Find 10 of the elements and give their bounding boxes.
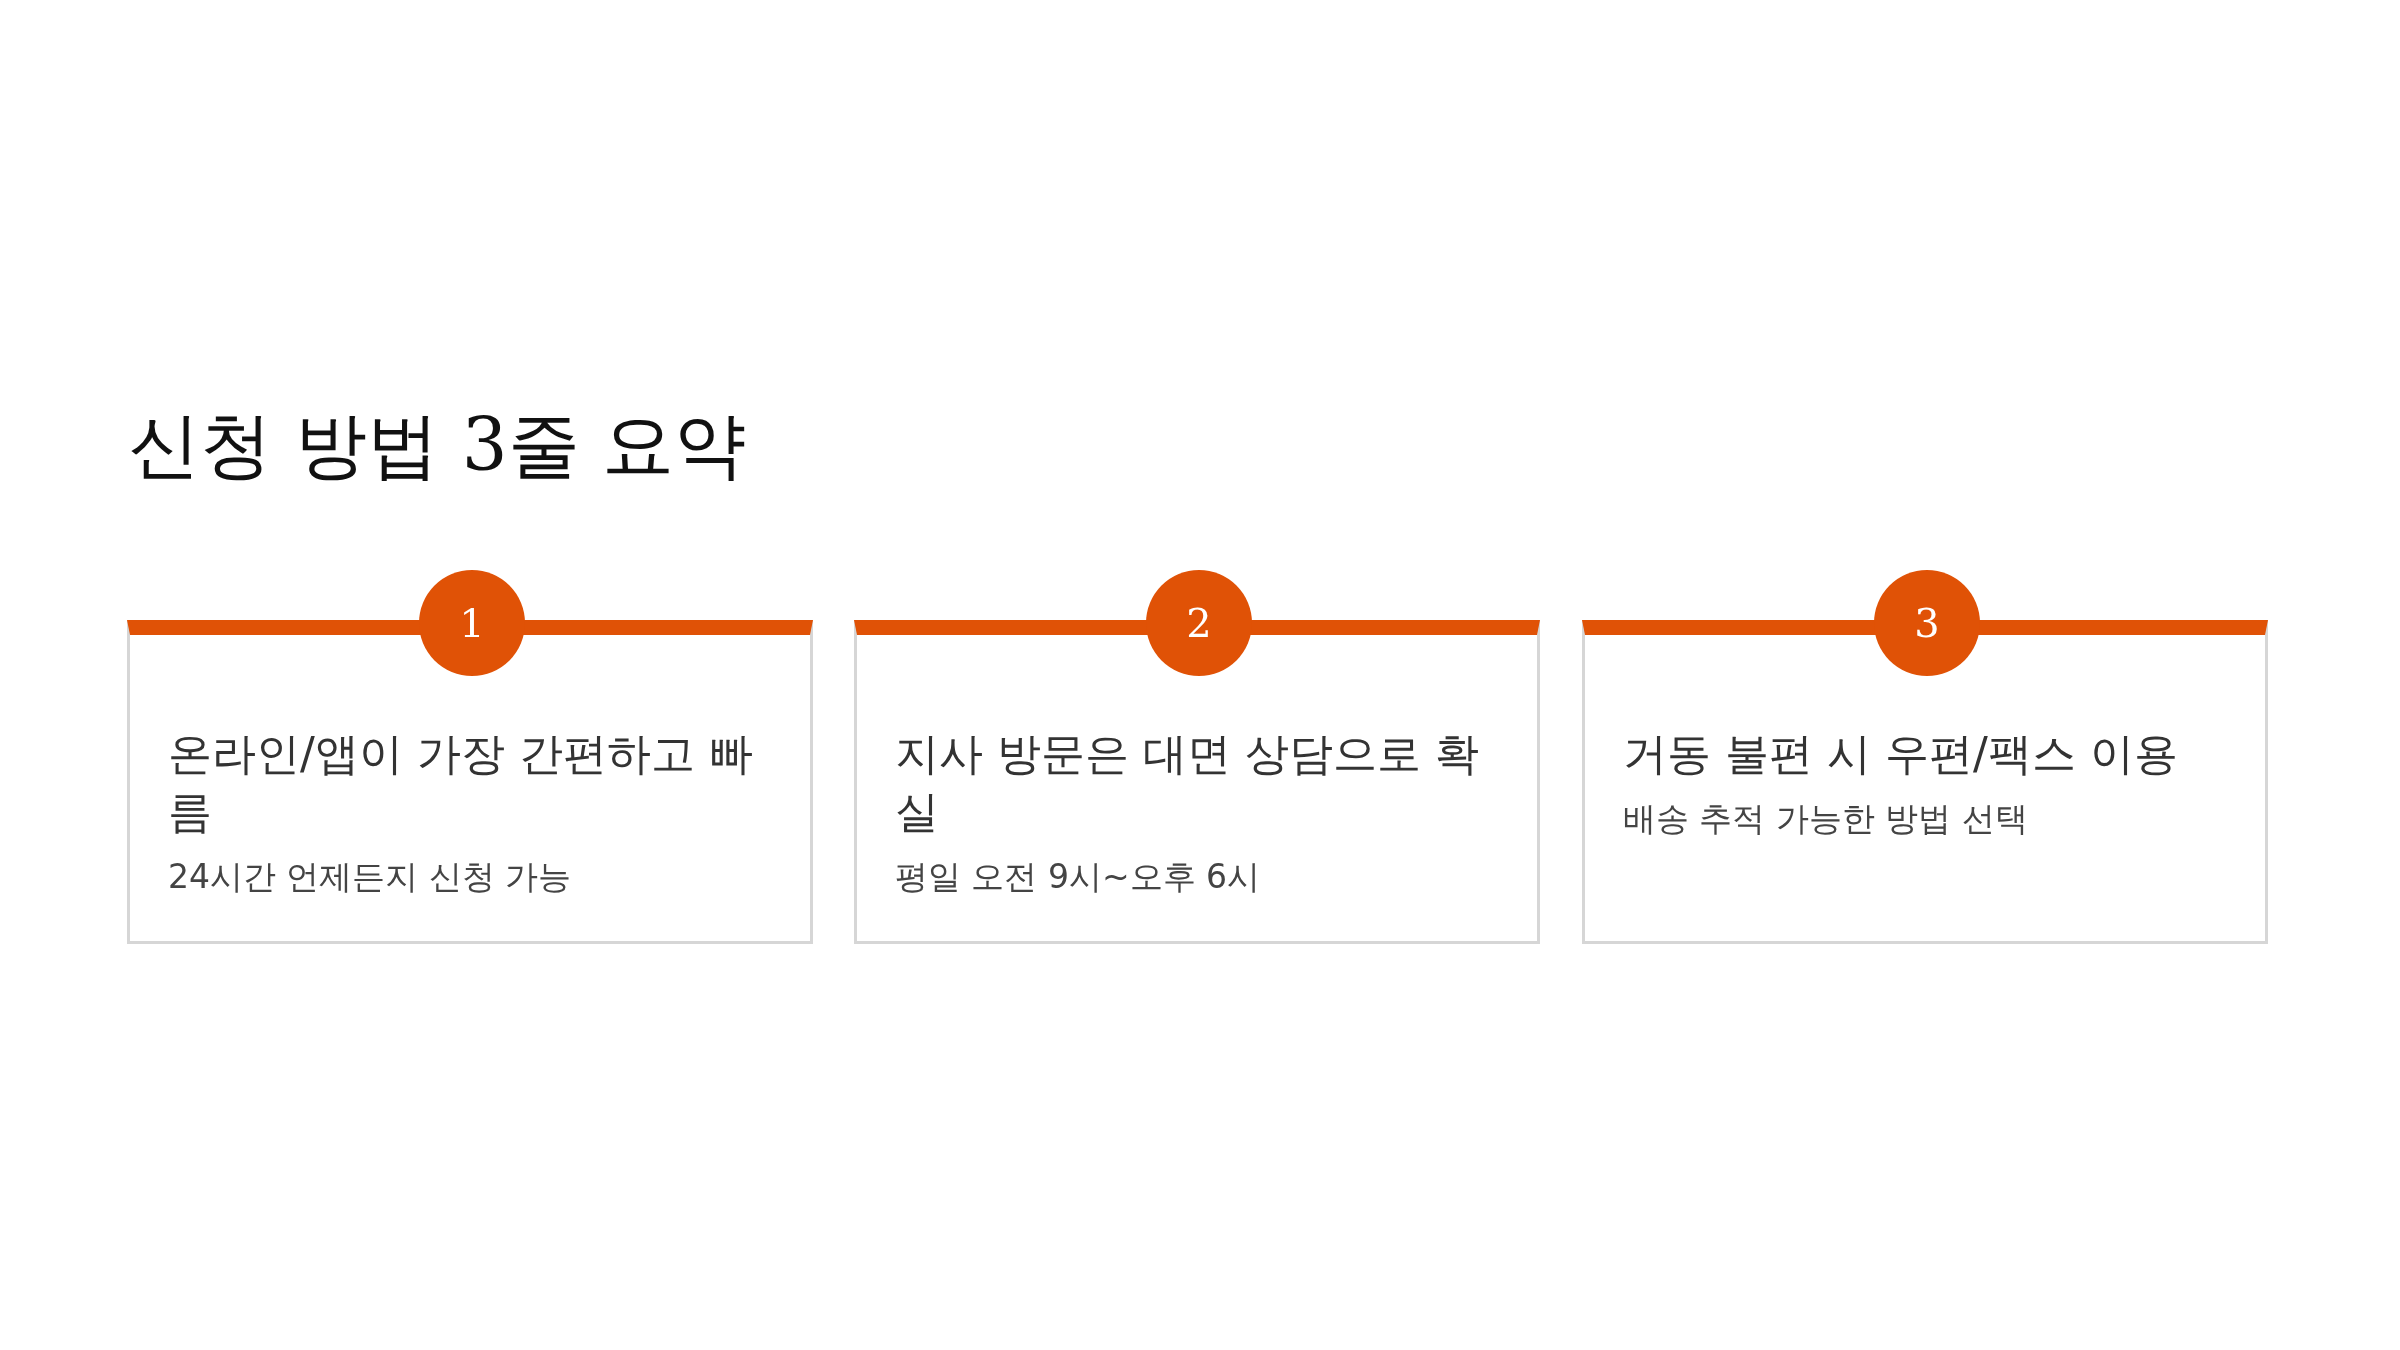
step-number-circle: 1 [419, 570, 525, 676]
page-title: 신청 방법 3줄 요약 [128, 402, 747, 489]
card-description: 평일 오전 9시~오후 6시 [895, 856, 1261, 898]
card-heading: 거동 불편 시 우편/팩스 이용 [1623, 727, 2179, 781]
step-number-circle: 3 [1874, 570, 1980, 676]
step-number-circle: 2 [1146, 570, 1252, 676]
card-description: 배송 추적 가능한 방법 선택 [1623, 798, 2028, 840]
card-heading: 온라인/앱이 가장 간편하고 빠름 [168, 727, 754, 839]
card-description: 24시간 언제든지 신청 가능 [168, 856, 572, 898]
card-heading: 지사 방문은 대면 상담으로 확실 [895, 727, 1480, 839]
